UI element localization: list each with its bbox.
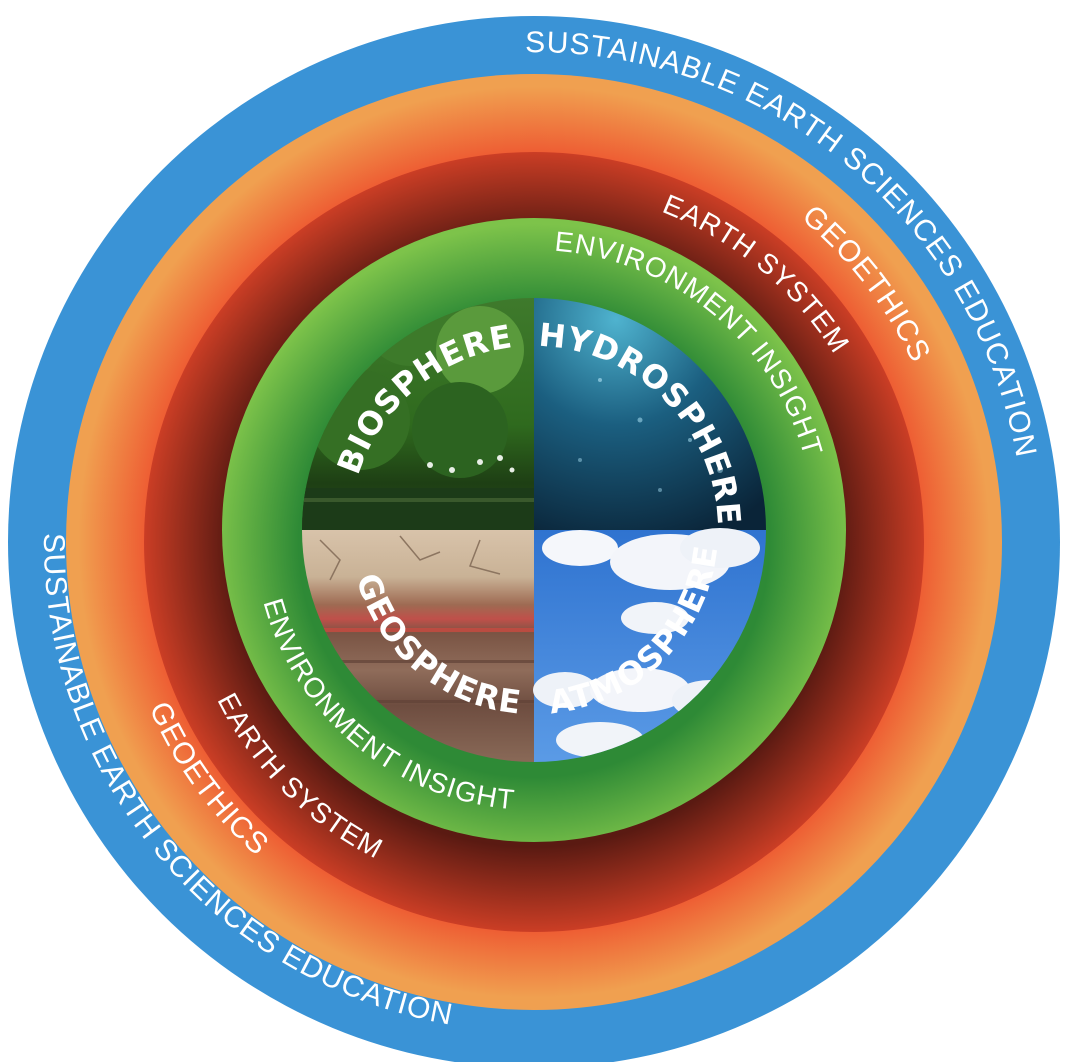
- earth-sciences-diagram: SUSTAINABLE EARTH SCIENCES EDUCATION SUS…: [8, 16, 1060, 1062]
